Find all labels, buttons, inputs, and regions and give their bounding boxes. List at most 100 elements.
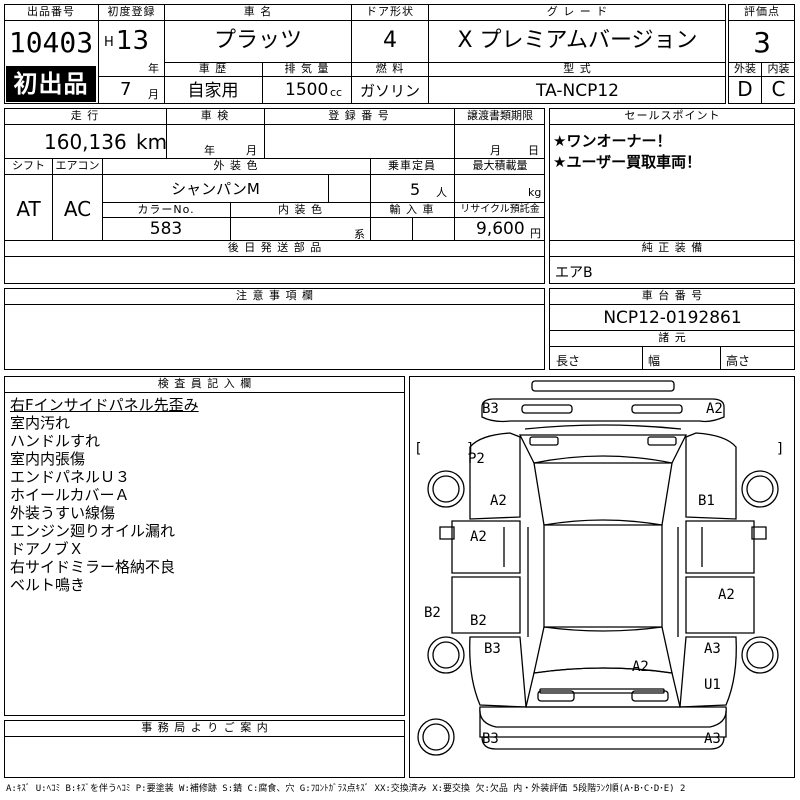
header-table <box>4 4 726 104</box>
interior-label: 内装 <box>767 62 790 75</box>
grade-value: X プレミアムバージョン <box>457 28 698 53</box>
bracket-right-1: ] <box>776 441 785 457</box>
inspector-table <box>4 376 405 716</box>
ext-color-value: シャンパンM <box>171 180 260 198</box>
equipment-value: エアB <box>555 265 593 281</box>
ac-value: AC <box>63 197 92 221</box>
sales-point-label: セールスポイント <box>624 109 721 122</box>
import-label: 輸 入 車 <box>389 203 435 216</box>
score-label: 評価点 <box>744 5 780 18</box>
chassis-label: 車 台 番 号 <box>641 289 704 302</box>
sales-point-table <box>549 108 795 284</box>
office-label: 事 務 局 よ り ご 案 内 <box>141 721 269 734</box>
notes-label: 注 意 事 項 欄 <box>236 289 314 302</box>
reg-no-label: 登 録 番 号 <box>328 109 390 122</box>
damage-front-left: B3 <box>482 401 499 417</box>
car-history: 自家用 <box>187 81 239 101</box>
capacity-value: 5 <box>410 180 421 199</box>
inspector-remark: 室内汚れ <box>10 414 71 432</box>
reg-month-unit: 月 <box>148 88 159 101</box>
damage-door-rear-left: B2 <box>470 613 487 629</box>
color-no-label: カラーNo. <box>137 203 195 216</box>
car-name-label: 車 名 <box>243 5 273 18</box>
damage-bumper-rear-left: B3 <box>482 731 499 747</box>
recycle-label: リサイクル預託金 <box>460 204 540 215</box>
damage-fender-left: P2 <box>468 451 485 467</box>
notes-table <box>4 288 545 370</box>
model-label: 型 式 <box>563 62 592 75</box>
car-name: プラッツ <box>213 28 302 53</box>
era-letter: H <box>104 35 114 50</box>
int-color-suffix: 系 <box>354 228 365 241</box>
displacement-label: 排 気 量 <box>284 62 330 75</box>
vehicle-info-table <box>4 108 545 284</box>
reg-year: 13 <box>116 26 150 56</box>
recycle-value: 9,600 <box>476 219 525 239</box>
inspector-remark: ベルト鳴き <box>10 576 86 594</box>
inspector-remark: 右サイドミラー格納不良 <box>10 558 176 576</box>
lot-no-label: 出品番号 <box>27 5 75 18</box>
sales-point-2: ★ユーザー買取車両！ <box>553 153 702 171</box>
transfer-day-unit: 日 <box>528 144 539 157</box>
exterior-grade: D <box>737 77 753 101</box>
damage-bumper-rear-right: A3 <box>704 731 721 747</box>
shift-label: シフト <box>12 159 45 172</box>
damage-front-right: A2 <box>706 401 723 417</box>
inspector-label: 検 査 員 記 入 欄 <box>157 377 253 390</box>
score-value: 3 <box>753 26 771 59</box>
displacement-value: 1500 <box>285 80 329 100</box>
damage-rear-right: U1 <box>704 677 721 693</box>
door-label: ドア形状 <box>366 5 414 18</box>
mileage-label: 走 行 <box>70 109 100 122</box>
inspector-remark: エンドパネルＵ３ <box>10 468 131 486</box>
interior-grade: C <box>771 77 786 101</box>
car-diagram: B3 A2 P2 A2 B1 A2 A2 B2 B2 B3 A3 A2 U1 B… <box>409 376 795 778</box>
car-diagram-drawing <box>417 380 779 756</box>
inspector-remark: ドアノブＸ <box>10 540 84 558</box>
shift-value: AT <box>16 197 41 221</box>
capacity-label: 乗車定員 <box>388 159 436 172</box>
damage-fender-right: B1 <box>698 493 715 509</box>
grade-label: グ レ ー ド <box>546 5 609 18</box>
transfer-label: 譲渡書類期限 <box>467 109 533 122</box>
capacity-unit: 人 <box>436 186 447 199</box>
dims-width: 幅 <box>648 354 661 368</box>
first-reg-label: 初度登録 <box>107 5 156 18</box>
fuel-value: ガソリン <box>359 82 420 100</box>
damage-door-front-left: A2 <box>470 529 487 545</box>
recycle-unit: 円 <box>530 227 541 240</box>
inspection-label: 車 検 <box>200 109 230 122</box>
inspection-year-unit: 年 <box>204 144 215 157</box>
door-count: 4 <box>383 28 397 53</box>
damage-hood-left: A2 <box>490 493 507 509</box>
chassis-number: NCP12-0192861 <box>603 308 742 328</box>
max-load-unit: kg <box>528 186 542 199</box>
inspection-month-unit: 月 <box>246 144 257 157</box>
damage-trunk: A2 <box>632 659 649 675</box>
reg-year-unit: 年 <box>148 62 159 75</box>
max-load-label: 最大積載量 <box>472 159 528 172</box>
color-no-value: 583 <box>149 219 183 239</box>
ac-label: エアコン <box>55 159 100 172</box>
transfer-month-unit: 月 <box>490 144 501 157</box>
sales-point-1: ★ワンオーナー！ <box>553 132 672 150</box>
dims-label: 諸 元 <box>658 331 687 344</box>
inspector-remark: ホイールカバーＡ <box>10 486 130 504</box>
mileage-unit: km <box>136 130 168 154</box>
chassis-table <box>549 288 795 370</box>
damage-quarter-right: A3 <box>704 641 721 657</box>
reg-month: 7 <box>120 79 132 100</box>
inspector-remark: 室内内張傷 <box>10 450 86 468</box>
inspector-remark: エンジン廻りオイル漏れ <box>10 522 176 540</box>
fuel-label: 燃 料 <box>375 62 405 75</box>
int-color-label: 内 装 色 <box>278 203 323 216</box>
dims-length: 長さ <box>556 354 581 368</box>
bracket-left-2: ] <box>466 441 475 457</box>
dims-height: 高さ <box>726 354 751 368</box>
ext-color-label: 外 装 色 <box>213 159 259 172</box>
model-value: TA-NCP12 <box>536 81 619 101</box>
first-listing-badge: 初出品 <box>6 66 96 102</box>
later-parts-label: 後 日 発 送 部 品 <box>227 241 323 254</box>
legend: A:ｷｽﾞ U:ﾍｺﾐ B:ｷｽﾞを伴うﾍｺﾐ P:要塗装 W:補修跡 S:錆 … <box>6 784 686 794</box>
inspector-remark: 右Fインサイドパネル先歪み <box>10 396 199 414</box>
